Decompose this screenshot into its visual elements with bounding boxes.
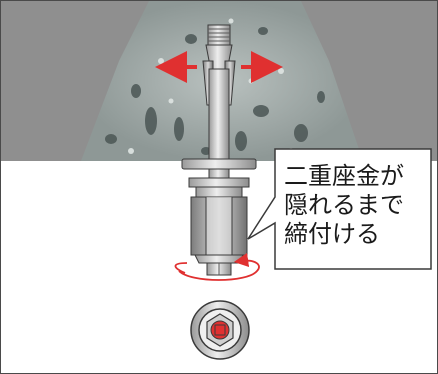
callout-text: 二重座金が 隠れるまで 締付ける xyxy=(284,162,424,249)
callout-line-2: 隠れるまで xyxy=(284,191,404,219)
bolt-bottom-view xyxy=(190,300,250,360)
callout-line-1: 二重座金が xyxy=(284,162,404,190)
rotation-arrow-icon xyxy=(174,252,260,281)
callout-line-3: 締付ける xyxy=(284,220,380,248)
anchor-bolt xyxy=(181,24,257,276)
callout-box xyxy=(247,148,432,270)
